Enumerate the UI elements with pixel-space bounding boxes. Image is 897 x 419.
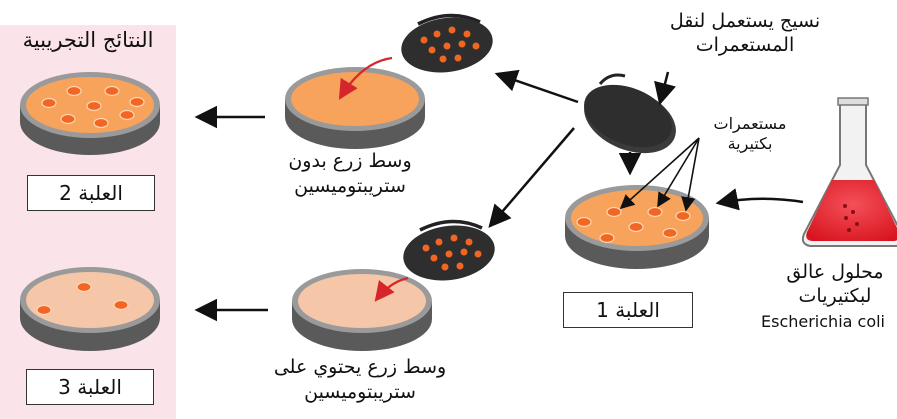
colonies-label-line2: بكتيرية (690, 134, 810, 153)
pad-with-colonies-top-icon (398, 12, 497, 78)
dish-1-label: العلبة 1 (563, 292, 693, 328)
velvet-transfer-pad-icon (574, 73, 685, 166)
culture-label-line1: محلول عالق (775, 261, 895, 284)
medium-with-label-line1: وسط زرع يحتوي على (260, 356, 460, 379)
medium-with-label-line2: ستريبتوميسين (260, 381, 460, 404)
culture-label-line2: لبكتيريات (775, 285, 895, 308)
colonies-label-line1: مستعمرات (690, 114, 810, 133)
culture-label-species: Escherichia coli (752, 312, 894, 331)
result-dish-3 (20, 267, 160, 351)
dish-2-label: العلبة 2 (27, 175, 155, 211)
arrow-pad-to-bottom (490, 128, 574, 226)
dish-3-label: العلبة 3 (26, 369, 154, 405)
medium-without-label-line1: وسط زرع بدون (270, 150, 430, 173)
medium-with-streptomycin-dish (292, 269, 432, 351)
flask-icon (803, 98, 897, 246)
fabric-label-line2: المستعمرات (640, 34, 850, 57)
arrow-pad-to-top (497, 74, 578, 102)
arrow-fabric-label-pointer (660, 72, 668, 103)
medium-without-label-line2: ستريبتوميسين (270, 175, 430, 198)
original-dish-1 (565, 185, 709, 269)
arrow-flask-to-dish-1 (718, 199, 803, 203)
pad-with-colonies-bottom-icon (400, 220, 499, 286)
fabric-label-line1: نسيج يستعمل لنقل (640, 10, 850, 33)
result-dish-2 (20, 72, 160, 155)
